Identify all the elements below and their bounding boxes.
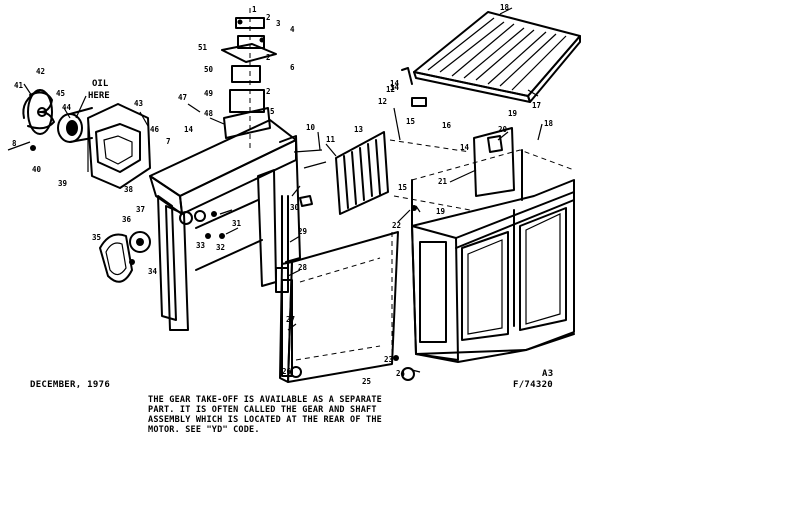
callout-37: 37	[136, 205, 145, 214]
callout-45: 45	[56, 89, 65, 98]
callout-7: 7	[166, 137, 171, 146]
callout-4: 4	[290, 25, 295, 34]
callout-17: 17	[532, 101, 541, 110]
cabinet	[393, 127, 575, 381]
callout-10: 10	[306, 123, 316, 132]
reference-code: A3	[542, 369, 554, 379]
callout-14c: 14	[460, 143, 470, 152]
callout-41: 41	[14, 81, 24, 90]
callout-3: 3	[276, 19, 281, 28]
callout-24: 24	[396, 369, 406, 378]
callout-26: 26	[282, 367, 292, 376]
callout-31: 31	[232, 219, 242, 228]
evaporative-pad-frame	[279, 231, 399, 383]
callout-14: 14	[184, 125, 194, 134]
callout-47: 47	[178, 93, 187, 102]
reference-number: F/74320	[513, 380, 554, 390]
callout-51: 51	[198, 43, 208, 52]
date-label: DECEMBER, 1976	[30, 380, 111, 390]
upper-bracket-parts	[221, 8, 277, 150]
fan-shroud	[87, 103, 151, 189]
callout-15: 15	[406, 117, 415, 126]
callout-15b: 15	[398, 183, 407, 192]
callout-14d: 14	[390, 79, 400, 88]
callout-34: 34	[148, 267, 158, 276]
callout-30: 30	[290, 203, 300, 212]
callout-43: 43	[134, 99, 144, 108]
callout-40: 40	[32, 165, 42, 174]
callout-46: 46	[150, 125, 160, 134]
callout-19: 19	[508, 109, 518, 118]
fan-blade-assembly	[7, 89, 55, 151]
callout-28: 28	[298, 263, 308, 272]
callout-36: 36	[122, 215, 132, 224]
note-text: THE GEAR TAKE-OFF IS AVAILABLE AS A SEPA…	[148, 395, 468, 435]
callout-27: 27	[286, 315, 295, 324]
motor-frame	[149, 119, 301, 331]
callout-13: 13	[354, 125, 364, 134]
callout-18b: 18	[500, 3, 510, 12]
callout-6: 6	[290, 63, 295, 72]
callout-2: 2	[266, 13, 271, 22]
callout-38: 38	[124, 185, 134, 194]
callout-11: 11	[326, 135, 336, 144]
callout-5: 5	[270, 107, 275, 116]
callout-35: 35	[92, 233, 101, 242]
oil-label-line1: OIL	[92, 79, 109, 89]
callout-14b: 14	[390, 83, 400, 92]
callout-2c: 2	[266, 87, 271, 96]
belt-and-pulley	[99, 231, 151, 283]
callout-39: 39	[58, 179, 68, 188]
callout-numbers: 1 2 3 4 51 50 2 6 49 2 5 48 47 14 7 46 4…	[12, 3, 554, 386]
callout-18: 18	[544, 119, 554, 128]
note-line-1: THE GEAR TAKE-OFF IS AVAILABLE AS A SEPA…	[148, 395, 382, 405]
motor	[57, 107, 93, 143]
callout-50: 50	[204, 65, 214, 74]
louver-grille	[335, 131, 471, 215]
callout-23: 23	[384, 355, 394, 364]
callout-44: 44	[62, 103, 72, 112]
callout-12: 12	[378, 97, 387, 106]
callout-12b: 12	[386, 85, 395, 94]
note-line-2: PART. IT IS OFTEN CALLED THE GEAR AND SH…	[148, 405, 377, 415]
callout-22: 22	[392, 221, 401, 230]
callout-29: 29	[298, 227, 308, 236]
callout-2b: 2	[266, 53, 271, 62]
leader-lines	[23, 7, 543, 373]
callout-48: 48	[204, 109, 214, 118]
pump-assembly	[205, 149, 327, 293]
note-line-3: ASSEMBLY WHICH IS LOCATED AT THE REAR OF…	[148, 415, 382, 425]
callout-8: 8	[12, 139, 17, 148]
callout-1: 1	[252, 5, 257, 14]
callout-42: 42	[36, 67, 45, 76]
callout-19b: 19	[436, 207, 446, 216]
callout-20: 20	[498, 125, 508, 134]
oil-label-line2: HERE	[88, 91, 110, 101]
callout-49: 49	[204, 89, 214, 98]
note-line-4: MOTOR. SEE "YD" CODE.	[148, 425, 260, 435]
callout-16: 16	[442, 121, 452, 130]
callout-25: 25	[362, 377, 371, 386]
callout-32: 32	[216, 243, 225, 252]
callout-33: 33	[196, 241, 206, 250]
top-cover	[401, 11, 581, 107]
callout-21: 21	[438, 177, 448, 186]
